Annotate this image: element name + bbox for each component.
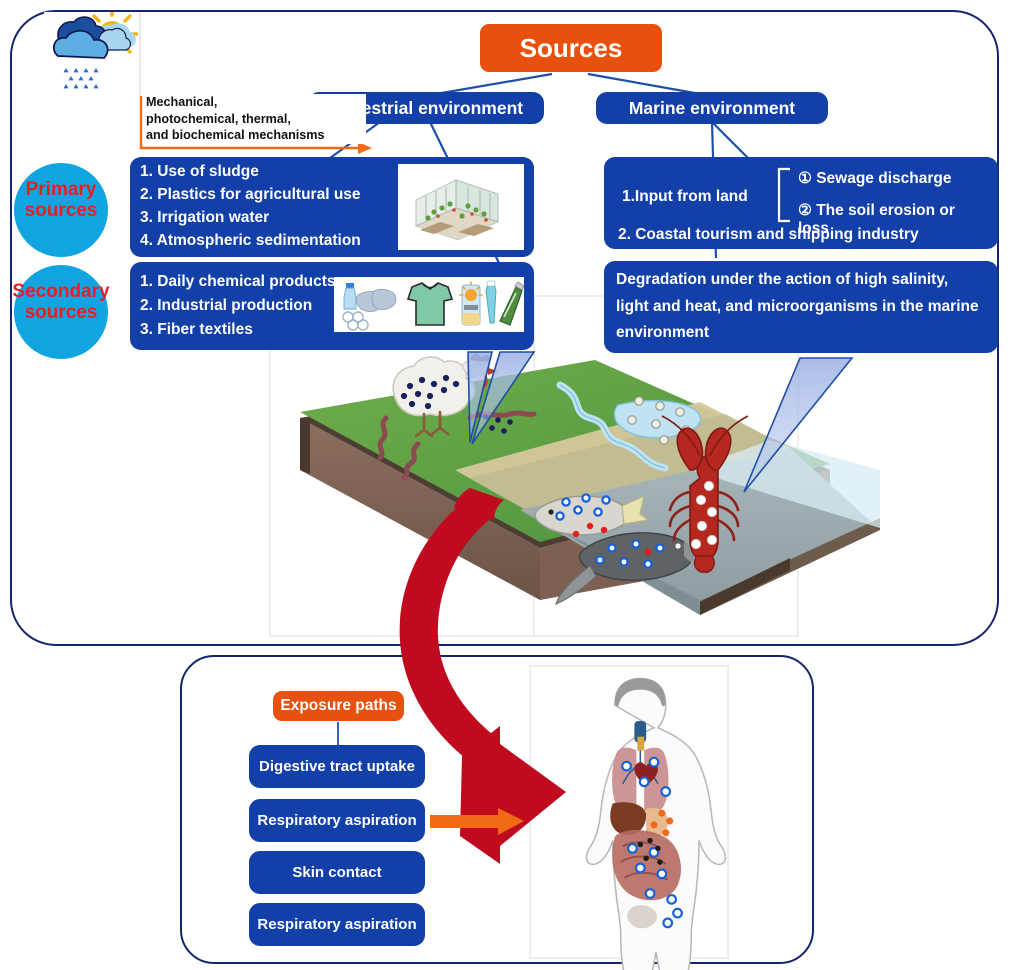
- marine-environment-node[interactable]: Marine environment: [596, 92, 828, 124]
- exposure-path-digestive[interactable]: Digestive tract uptake: [249, 745, 425, 788]
- marine-secondary-box[interactable]: Degradation under the action of high sal…: [604, 261, 998, 353]
- primary-sources-line2: sources: [24, 200, 98, 222]
- toothbrush-icon: [485, 280, 497, 324]
- terrestrial-environment-label: Terrestrial environment: [328, 97, 524, 118]
- sunscreen-icon: [459, 281, 483, 326]
- consumer-products-icon: [334, 277, 524, 332]
- terrestrial-primary-item-1: 1. Use of sludge: [140, 163, 259, 181]
- toothpaste-icon: [499, 281, 524, 326]
- sources-node-label: Sources: [519, 32, 623, 63]
- marine-secondary-line-3: environment: [616, 324, 710, 342]
- sun-clouds-rain-icon: [44, 12, 138, 96]
- marine-secondary-line-2: light and heat, and microorganisms in th…: [616, 297, 979, 315]
- exposure-path-skin[interactable]: Skin contact: [249, 851, 425, 894]
- mechanism-note-line-1: Mechanical,: [146, 95, 218, 109]
- mechanism-note: Mechanical, photochemical, thermal, and …: [146, 94, 366, 144]
- mechanism-note-line-2: photochemical, thermal,: [146, 111, 291, 126]
- marine-bracket-icon: [777, 167, 790, 223]
- exposure-paths-header-label: Exposure paths: [280, 697, 397, 714]
- exposure-path-respiratory-1-label: Respiratory aspiration: [257, 812, 417, 829]
- marine-primary-box[interactable]: 1.Input from land ① Sewage discharge ② T…: [604, 157, 998, 249]
- exposure-path-respiratory-2[interactable]: Respiratory aspiration: [249, 903, 425, 946]
- primary-sources-label: Primary sources: [6, 179, 116, 222]
- plastic-bag-icon: [355, 288, 397, 312]
- exposure-path-respiratory-1[interactable]: Respiratory aspiration: [249, 799, 425, 842]
- terrestrial-primary-list: 1. Use of sludge 2. Plastics for agricul…: [140, 161, 361, 252]
- secondary-sources-line1: Secondary: [12, 281, 110, 302]
- marine-primary-item-2: 2. Coastal tourism and shipping industry: [618, 226, 919, 243]
- top-panel-frame: [10, 10, 999, 646]
- greenhouse-icon: [398, 164, 524, 250]
- tshirt-icon: [406, 282, 454, 326]
- exposure-paths-header[interactable]: Exposure paths: [273, 691, 404, 721]
- terrestrial-secondary-item-2: 2. Industrial production: [140, 297, 313, 315]
- marine-secondary-line-1: Degradation under the action of high sal…: [616, 271, 949, 289]
- terrestrial-secondary-list: 1. Daily chemical products 2. Industrial…: [140, 270, 336, 342]
- mechanism-note-line-3: and biochemical mechanisms: [146, 128, 325, 143]
- exposure-path-skin-label: Skin contact: [292, 864, 382, 881]
- secondary-sources-label: Secondary sources: [0, 281, 124, 324]
- secondary-sources-line2: sources: [24, 302, 98, 324]
- terrestrial-secondary-item-1: 1. Daily chemical products: [140, 273, 336, 291]
- terrestrial-primary-item-4: 4. Atmospheric sedimentation: [140, 231, 361, 249]
- six-pack-rings-icon: [342, 311, 369, 331]
- terrestrial-secondary-item-3: 3. Fiber textiles: [140, 320, 253, 338]
- terrestrial-primary-item-2: 2. Plastics for agricultural use: [140, 186, 361, 204]
- primary-sources-circle[interactable]: [14, 163, 108, 257]
- marine-primary-subitem-1: ① Sewage discharge: [798, 170, 952, 187]
- sources-node[interactable]: Sources: [480, 24, 662, 72]
- exposure-path-respiratory-2-label: Respiratory aspiration: [257, 916, 417, 933]
- exposure-path-digestive-label: Digestive tract uptake: [259, 758, 415, 775]
- secondary-sources-circle[interactable]: [14, 265, 108, 359]
- primary-sources-line1: Primary: [25, 179, 97, 200]
- marine-primary-item-1: 1.Input from land: [622, 188, 748, 205]
- raindrops-icon: [63, 68, 99, 89]
- terrestrial-primary-item-3: 3. Irrigation water: [140, 209, 270, 226]
- marine-environment-label: Marine environment: [628, 97, 796, 118]
- plastic-bottle-icon: [343, 283, 357, 310]
- marine-primary-subitem-2: ② The soil erosion or loss: [798, 202, 955, 237]
